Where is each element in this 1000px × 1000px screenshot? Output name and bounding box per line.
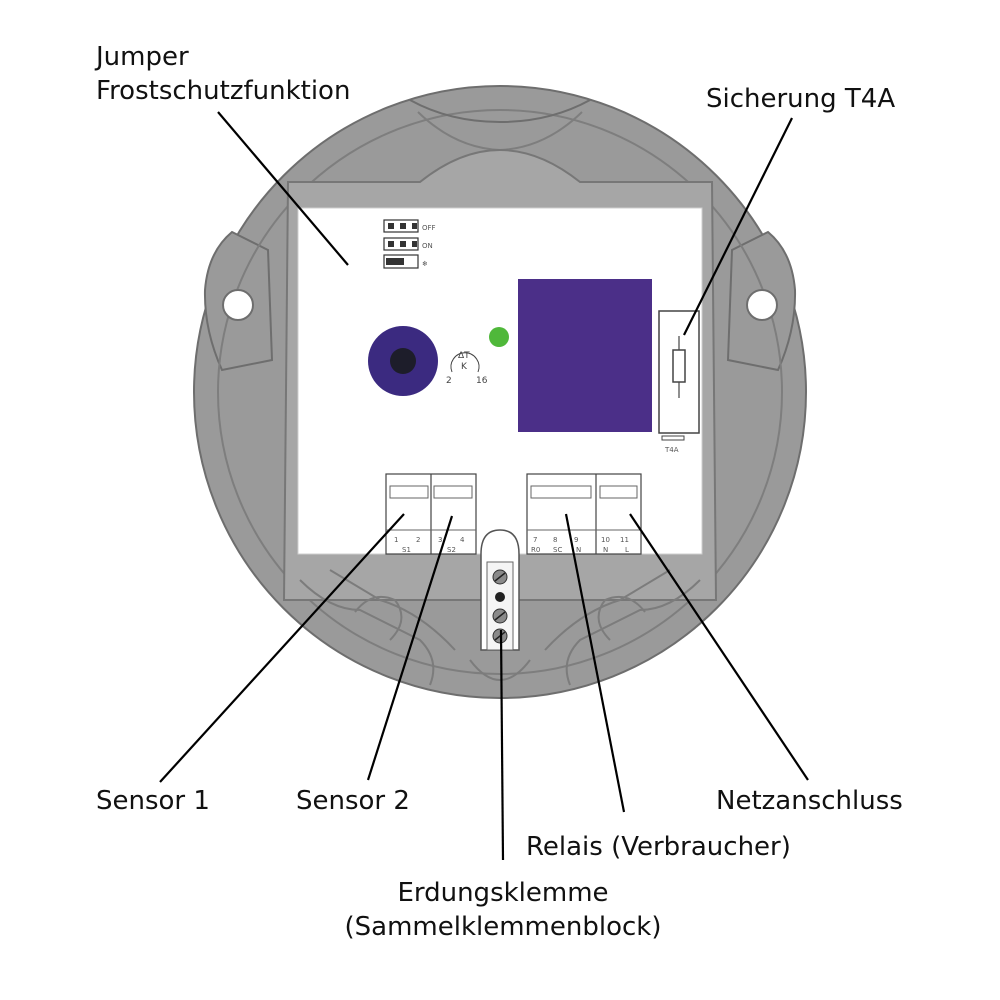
leader-mains bbox=[629, 513, 809, 781]
dial-max-label: 16 bbox=[476, 376, 488, 386]
dial-unit-label: K bbox=[461, 362, 468, 372]
sensor1-callout: Sensor 1 bbox=[96, 786, 210, 816]
dial-min-label: 2 bbox=[446, 376, 452, 386]
terminal-group-n2: N bbox=[603, 546, 608, 554]
jumper-off-label: OFF bbox=[422, 224, 436, 232]
terminal-3: 3 bbox=[438, 536, 442, 544]
relay-callout: Relais (Verbraucher) bbox=[526, 832, 791, 862]
earth-callout-line2: (Sammelklemmenblock) bbox=[344, 912, 662, 942]
terminal-2: 2 bbox=[416, 536, 420, 544]
terminal-group-l: L bbox=[625, 546, 629, 554]
earth-callout-line1: Erdungsklemme bbox=[397, 878, 609, 908]
jumper-callout-line2: Frostschutzfunktion bbox=[96, 76, 351, 106]
leader-relay bbox=[564, 513, 626, 813]
terminal-group-s1: S1 bbox=[402, 546, 411, 554]
terminal-1: 1 bbox=[394, 536, 398, 544]
terminal-7: 7 bbox=[533, 536, 537, 544]
fuse-callout: Sicherung T4A bbox=[706, 84, 896, 114]
leader-earth bbox=[499, 629, 505, 861]
mounting-hole-right bbox=[746, 289, 778, 321]
sensor2-callout: Sensor 2 bbox=[296, 786, 410, 816]
terminal-group-n1: N bbox=[576, 546, 581, 554]
leader-sensor2 bbox=[366, 515, 454, 781]
terminal-4: 4 bbox=[460, 536, 465, 544]
terminal-10: 10 bbox=[601, 536, 610, 544]
jumper-on-label: ON bbox=[422, 242, 433, 250]
leader-jumper bbox=[217, 111, 349, 266]
terminal-8: 8 bbox=[553, 536, 557, 544]
leader-lines bbox=[159, 111, 809, 861]
terminal-block-right: 7 8 9 10 11 R0 SC N N L bbox=[526, 473, 642, 555]
terminal-group-r0: R0 bbox=[531, 546, 540, 554]
earth-callout: Erdungsklemme (Sammelklemmenblock) bbox=[338, 876, 668, 944]
jumper-callout-line1: Jumper bbox=[96, 42, 189, 72]
jumper-callout: Jumper Frostschutzfunktion bbox=[96, 40, 350, 108]
jumper-frost-icon: ❄ bbox=[422, 260, 428, 268]
dial-delta-label: ΔT bbox=[458, 351, 470, 361]
terminal-block-left: 1 2 3 4 S1 S2 bbox=[385, 473, 477, 555]
delta-t-knob bbox=[368, 326, 438, 396]
leader-sensor1 bbox=[159, 513, 405, 783]
cable-channels bbox=[299, 569, 701, 686]
fuse-mark: T4A bbox=[664, 446, 679, 454]
status-led bbox=[489, 327, 509, 347]
terminal-9: 9 bbox=[574, 536, 578, 544]
terminal-group-sc: SC bbox=[553, 546, 562, 554]
leader-fuse bbox=[683, 117, 793, 336]
terminal-11: 11 bbox=[620, 536, 629, 544]
mounting-hole-left bbox=[222, 289, 254, 321]
frost-jumper: OFF ON ❄ bbox=[383, 219, 436, 269]
mains-callout: Netzanschluss bbox=[716, 786, 903, 816]
delta-t-scale: ΔT K 2 16 bbox=[446, 351, 488, 386]
terminal-group-s2: S2 bbox=[447, 546, 456, 554]
relay-module bbox=[518, 279, 652, 432]
fuse-holder: T4A bbox=[658, 310, 700, 454]
